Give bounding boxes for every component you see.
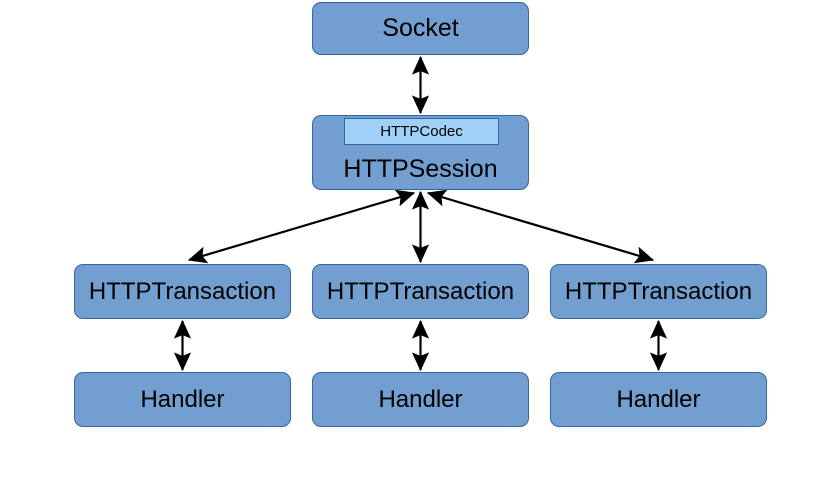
node-httptransaction-3[interactable]: HTTPTransaction: [550, 264, 767, 319]
node-httptransaction-3-label: HTTPTransaction: [564, 277, 753, 305]
connector-session-transaction-3: [426, 189, 655, 264]
connector-session-transaction-1: [187, 189, 416, 264]
node-handler-1-label: Handler: [140, 385, 225, 413]
node-socket-label: Socket: [382, 14, 459, 42]
node-socket[interactable]: Socket: [312, 2, 529, 55]
node-httpsession[interactable]: HTTPCodec HTTPSession: [312, 115, 529, 190]
node-httptransaction-1[interactable]: HTTPTransaction: [74, 264, 291, 319]
node-handler-3[interactable]: Handler: [550, 372, 767, 427]
node-httpsession-label: HTTPSession: [343, 155, 498, 183]
node-httptransaction-1-label: HTTPTransaction: [88, 277, 277, 305]
node-httptransaction-2[interactable]: HTTPTransaction: [312, 264, 529, 319]
node-httpcodec-label: HTTPCodec: [380, 123, 463, 140]
node-handler-1[interactable]: Handler: [74, 372, 291, 427]
node-httptransaction-2-label: HTTPTransaction: [326, 277, 515, 305]
node-handler-3-label: Handler: [616, 385, 701, 413]
node-handler-2-label: Handler: [378, 385, 463, 413]
node-handler-2[interactable]: Handler: [312, 372, 529, 427]
node-httpcodec[interactable]: HTTPCodec: [344, 118, 499, 145]
